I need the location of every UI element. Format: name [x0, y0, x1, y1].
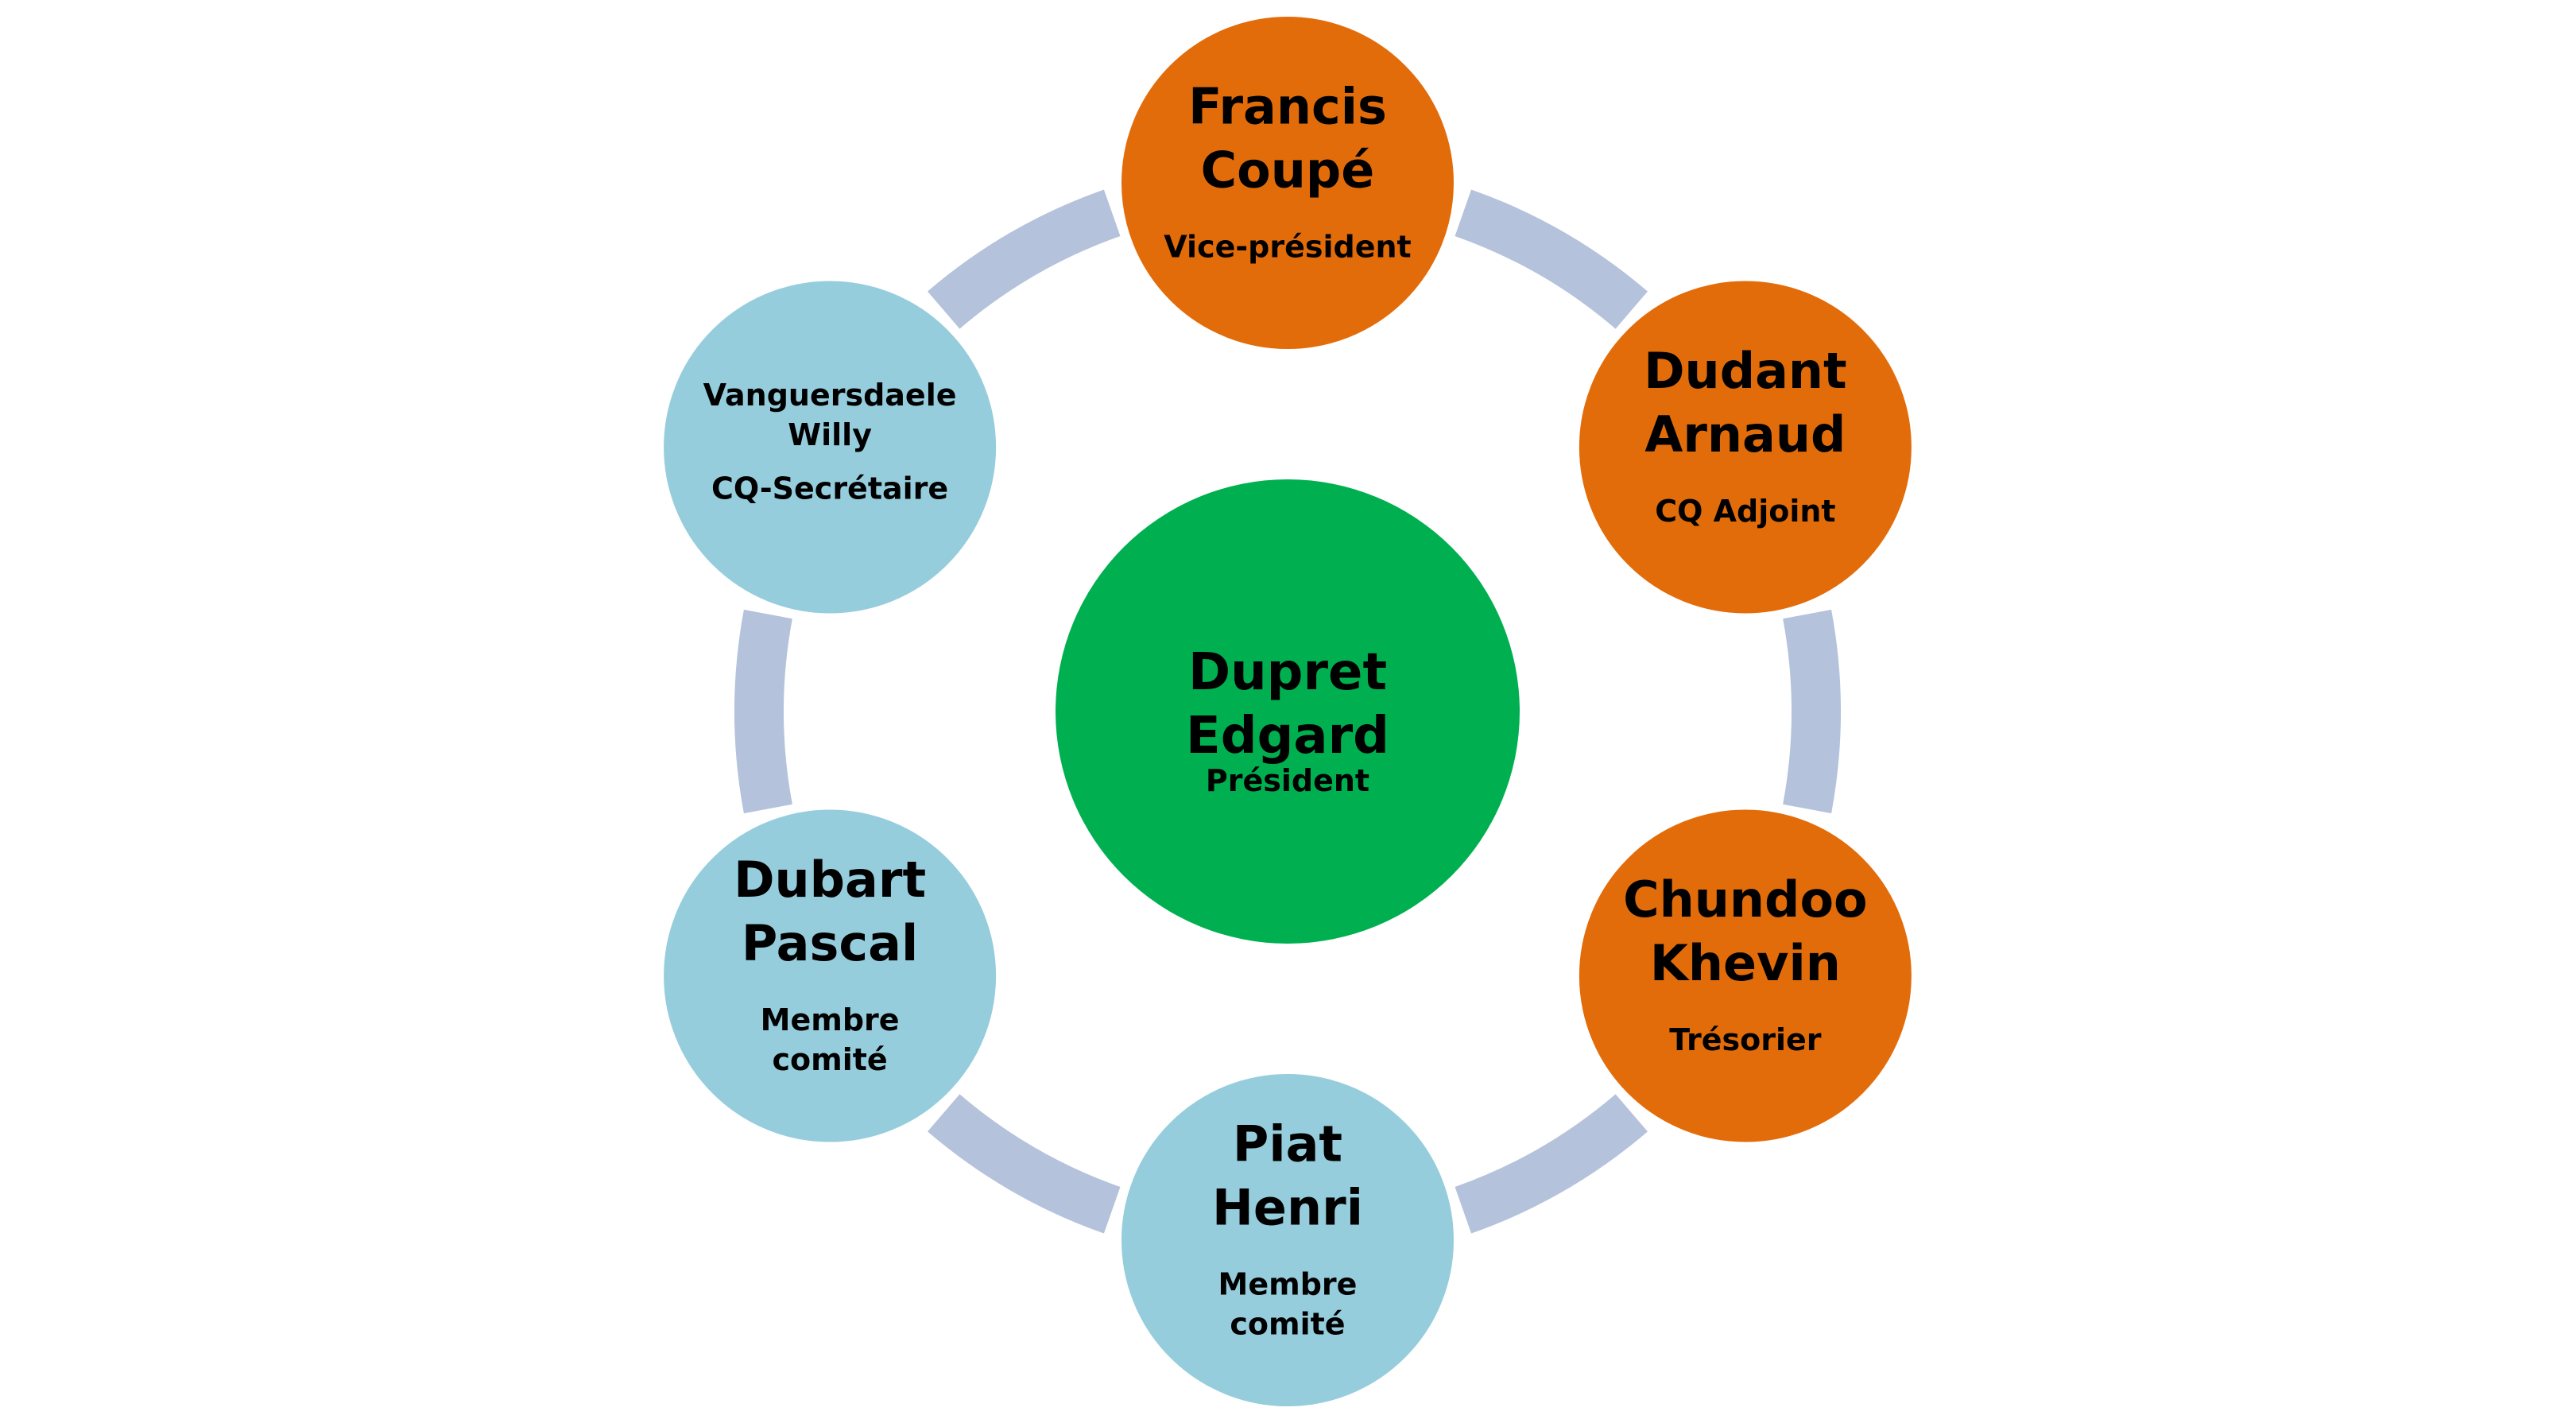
piat-henri-name-line: Henri: [1212, 1179, 1363, 1237]
vanguersdaele-willy-name-line: Vanguersdaele: [703, 378, 957, 413]
chundoo-khevin-name-line: Khevin: [1650, 934, 1841, 992]
dubart-pascal-name-line: Pascal: [742, 914, 918, 972]
dudant-arnaud-role-line: CQ Adjoint: [1655, 494, 1835, 529]
vanguersdaele-willy-name-line: Willy: [788, 417, 872, 452]
piat-henri-circle: [1117, 1069, 1458, 1411]
chundoo-khevin-role-line: Trésorier: [1669, 1022, 1822, 1057]
vanguersdaele-willy-circle: [659, 276, 1001, 618]
connector-arc: [734, 609, 792, 814]
connector-arc: [928, 1094, 1121, 1234]
piat-henri-role-line: Membre: [1218, 1267, 1358, 1302]
francis-coupe-role-line: Vice-président: [1164, 230, 1411, 265]
connector-arc: [928, 189, 1121, 329]
francis-coupe-name-line: Coupé: [1201, 142, 1375, 200]
francis-coupe-circle: [1117, 12, 1458, 354]
piat-henri-name-line: Piat: [1233, 1115, 1342, 1173]
member-nodes: FrancisCoupéVice-présidentDudantArnaudCQ…: [659, 12, 1916, 1411]
president-name-line: Dupret: [1188, 643, 1387, 702]
connector-arc: [1455, 1094, 1648, 1234]
president-circle: [1056, 479, 1520, 944]
vanguersdaele-willy-role-line: CQ-Secrétaire: [711, 471, 948, 506]
connector-arc: [1455, 189, 1648, 329]
piat-henri-role-line: comité: [1230, 1307, 1345, 1342]
dudant-arnaud-name-line: Arnaud: [1644, 405, 1846, 463]
connector-ring: [734, 189, 1841, 1234]
dubart-pascal-circle: [659, 805, 1001, 1147]
connector-arc: [1783, 609, 1841, 814]
president-role-line: Président: [1206, 763, 1369, 798]
dudant-arnaud-circle: [1574, 276, 1916, 618]
chundoo-khevin-circle: [1574, 805, 1916, 1147]
dubart-pascal-role-line: comité: [772, 1042, 887, 1077]
president-name-line: Edgard: [1186, 707, 1389, 766]
francis-coupe-name-line: Francis: [1188, 78, 1387, 136]
chundoo-khevin-name-line: Chundoo: [1623, 870, 1868, 929]
dubart-pascal-name-line: Dubart: [734, 851, 926, 909]
dudant-arnaud-name-line: Dudant: [1644, 342, 1847, 400]
dubart-pascal-role-line: Membre: [761, 1002, 900, 1037]
